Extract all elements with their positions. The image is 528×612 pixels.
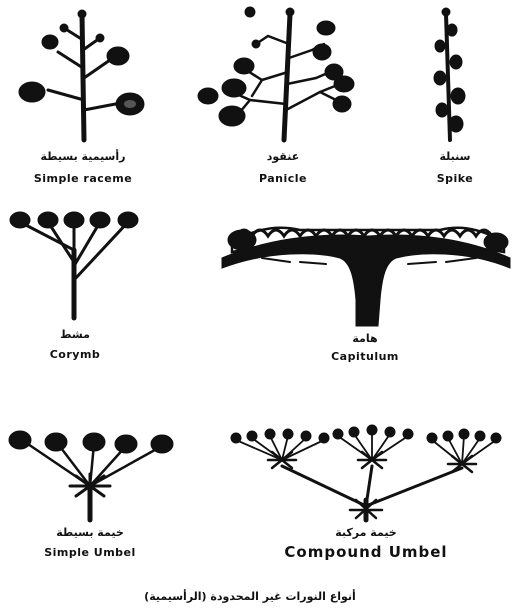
spike-drawing bbox=[434, 8, 465, 140]
umbellet-middle bbox=[333, 425, 413, 468]
spike-label-ar: سنبلة bbox=[420, 150, 490, 163]
simple-umbel-label-ar: خيمة بسيطة bbox=[30, 526, 150, 539]
compound-umbel-label-ar: خيمة مركبة bbox=[306, 526, 426, 539]
panicle-label-ar: عنقود bbox=[228, 150, 338, 163]
panicle-label-en: Panicle bbox=[228, 172, 338, 185]
umbellet-left bbox=[231, 429, 329, 468]
simple-raceme-label-en: Simple raceme bbox=[18, 172, 148, 185]
simple-raceme-drawing bbox=[19, 10, 144, 140]
panicle-drawing bbox=[198, 7, 354, 140]
umbellet-right bbox=[427, 429, 501, 472]
compound-umbel-label-en: Compound Umbel bbox=[266, 543, 466, 561]
corymb-label-ar: مشط bbox=[30, 328, 120, 341]
corymb-drawing bbox=[10, 212, 138, 318]
capitulum-label-en: Capitulum bbox=[320, 350, 410, 363]
simple-raceme-label-ar: رأسيمية بسيطة bbox=[18, 150, 148, 163]
simple-umbel-label-en: Simple Umbel bbox=[20, 546, 160, 559]
corymb-label-en: Corymb bbox=[30, 348, 120, 361]
simple-umbel-drawing bbox=[9, 431, 173, 520]
capitulum-label-ar: هامة bbox=[320, 332, 410, 345]
figure-caption: أنواع النورات غير المحدودة (الرأسيمية) bbox=[120, 590, 380, 603]
capitulum-drawing bbox=[222, 228, 510, 326]
spike-label-en: Spike bbox=[420, 172, 490, 185]
compound-umbel-drawing bbox=[231, 425, 501, 520]
